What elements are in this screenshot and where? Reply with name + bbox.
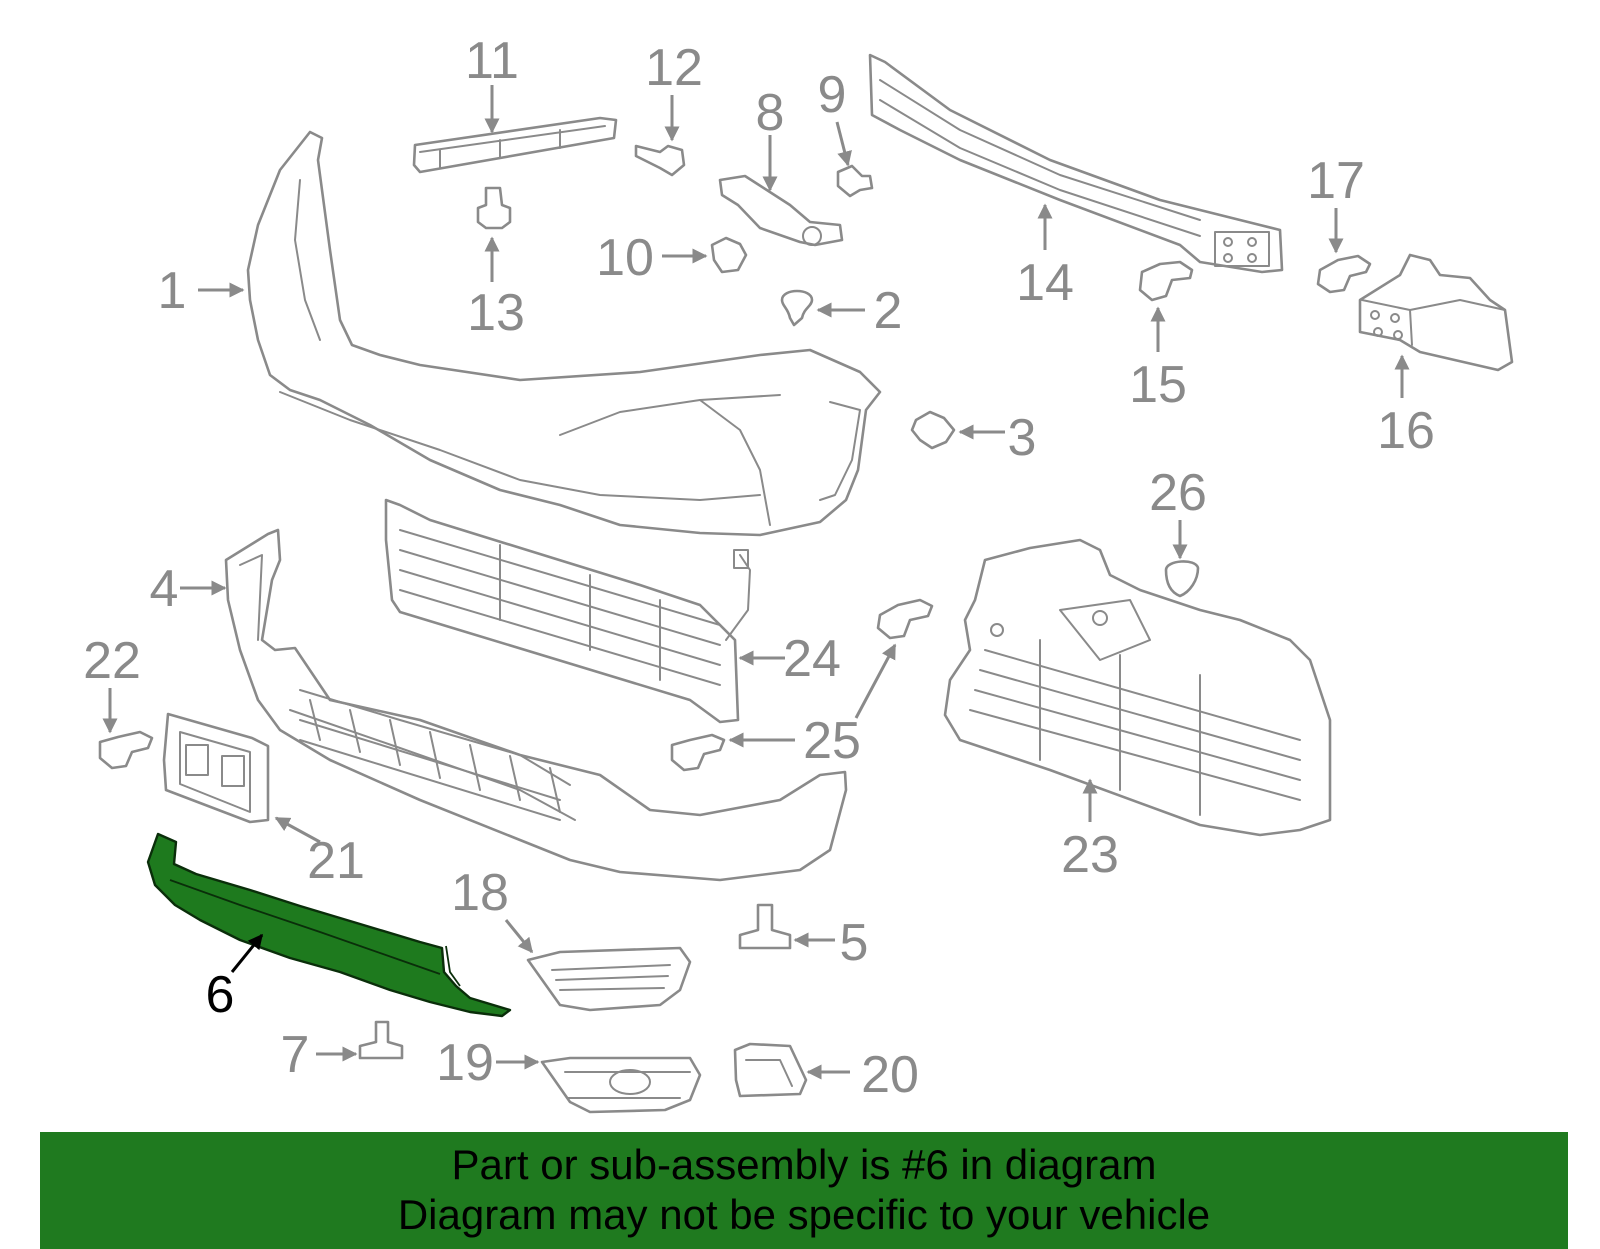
bolt-25a — [876, 598, 934, 640]
lower-bumper-part — [224, 528, 848, 882]
callout-15: 15 — [1129, 356, 1187, 414]
callout-arrows — [102, 85, 1410, 1080]
callout-19: 19 — [436, 1034, 494, 1092]
lower-shutter-part — [943, 538, 1332, 837]
upper-shutter-part — [384, 498, 751, 724]
upper-bracket-part — [412, 116, 618, 174]
bolt-17 — [1316, 254, 1372, 294]
callout-14: 14 — [1016, 254, 1074, 312]
fog-bezel-upper-part — [526, 946, 692, 1012]
corner-cover-part — [733, 1042, 808, 1098]
callout-21: 21 — [307, 832, 365, 890]
bolt-15 — [1138, 260, 1194, 302]
callout-labels: 1 2 3 4 5 6 7 8 9 10 11 12 13 14 15 16 1… — [83, 32, 1435, 1104]
callout-17: 17 — [1307, 152, 1365, 210]
callout-22: 22 — [83, 632, 141, 690]
callout-23: 23 — [1061, 826, 1119, 884]
callout-13: 13 — [467, 284, 525, 342]
fog-bezel-lower-part — [540, 1056, 702, 1114]
callout-9: 9 — [818, 66, 847, 124]
fastener-3 — [910, 410, 956, 450]
callout-3: 3 — [1008, 409, 1037, 467]
banner-disclaimer: Diagram may not be specific to your vehi… — [397, 1191, 1211, 1238]
callout-5: 5 — [840, 914, 869, 972]
callout-16: 16 — [1377, 402, 1435, 460]
clip-26 — [1164, 560, 1200, 598]
bolt-25b — [670, 733, 726, 772]
callout-1: 1 — [158, 262, 187, 320]
push-pin-7 — [358, 1020, 404, 1060]
banner-part-note: Part or sub-assembly is #6 in diagram — [451, 1141, 1157, 1188]
callout-7: 7 — [281, 1026, 310, 1084]
callout-26: 26 — [1149, 464, 1207, 522]
license-bracket-part — [162, 712, 270, 824]
fastener-9 — [836, 164, 874, 198]
callout-2: 2 — [874, 282, 903, 340]
callout-6: 6 — [206, 966, 235, 1024]
callout-24: 24 — [783, 630, 841, 688]
callout-18: 18 — [451, 864, 509, 922]
callout-20: 20 — [861, 1046, 919, 1104]
bumper-cover-part — [246, 130, 882, 537]
highlighted-garnish-part — [146, 832, 512, 1018]
bolt-22 — [98, 730, 154, 770]
beam-mount-part — [1358, 253, 1514, 372]
bumper-reinforcement-part — [868, 53, 1284, 274]
fastener-12 — [634, 144, 686, 177]
callout-8: 8 — [756, 84, 785, 142]
parts-diagram: 1 2 3 4 5 6 7 8 9 10 11 12 13 14 15 16 1… — [83, 32, 1514, 1114]
clip-2 — [780, 289, 814, 327]
info-banner: Part or sub-assembly is #6 in diagram Di… — [40, 1132, 1568, 1249]
callout-11: 11 — [465, 32, 519, 90]
callout-25: 25 — [803, 712, 861, 770]
side-bracket-part — [718, 174, 844, 247]
callout-10: 10 — [596, 229, 654, 287]
fastener-13 — [476, 186, 512, 230]
callout-12: 12 — [645, 39, 703, 97]
push-pin-5 — [738, 903, 792, 950]
callout-4: 4 — [150, 560, 179, 618]
fastener-10 — [710, 236, 748, 274]
